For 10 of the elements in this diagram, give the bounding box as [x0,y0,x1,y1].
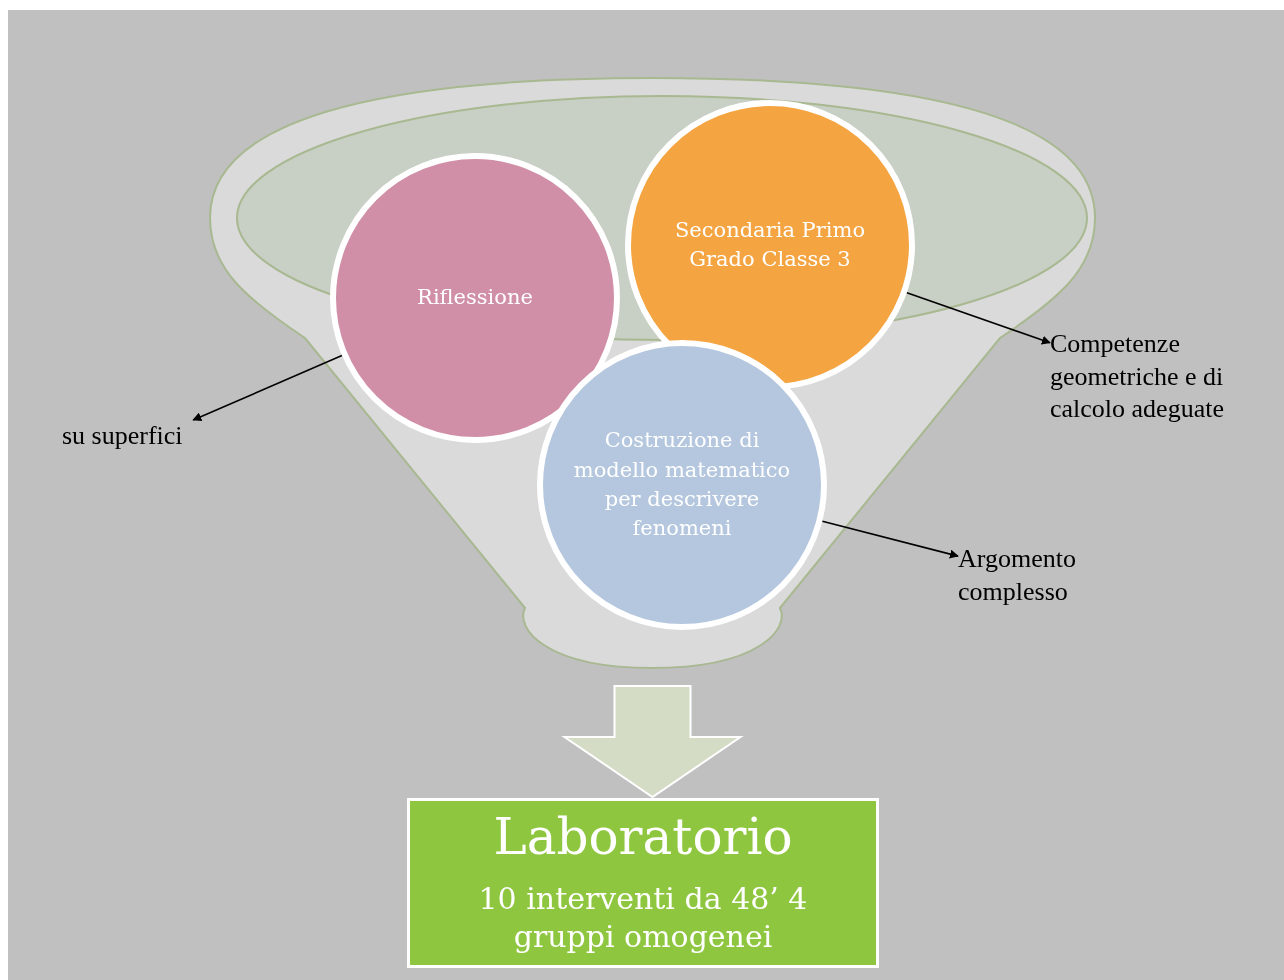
heading-text: Laboratorio [492,807,794,868]
arrow [821,520,959,559]
arrow [192,354,343,421]
callout-text: su superfici [62,420,232,460]
block-arrow [561,685,744,799]
body-text: 10 interventi da 48’ 4 gruppi omogenei [477,880,809,955]
arrow [906,292,1051,345]
process-box [407,798,879,968]
callout-text: Competenze geometriche e di calcolo adeguate [1050,328,1280,438]
callout-text: Argomento complesso [958,543,1128,613]
